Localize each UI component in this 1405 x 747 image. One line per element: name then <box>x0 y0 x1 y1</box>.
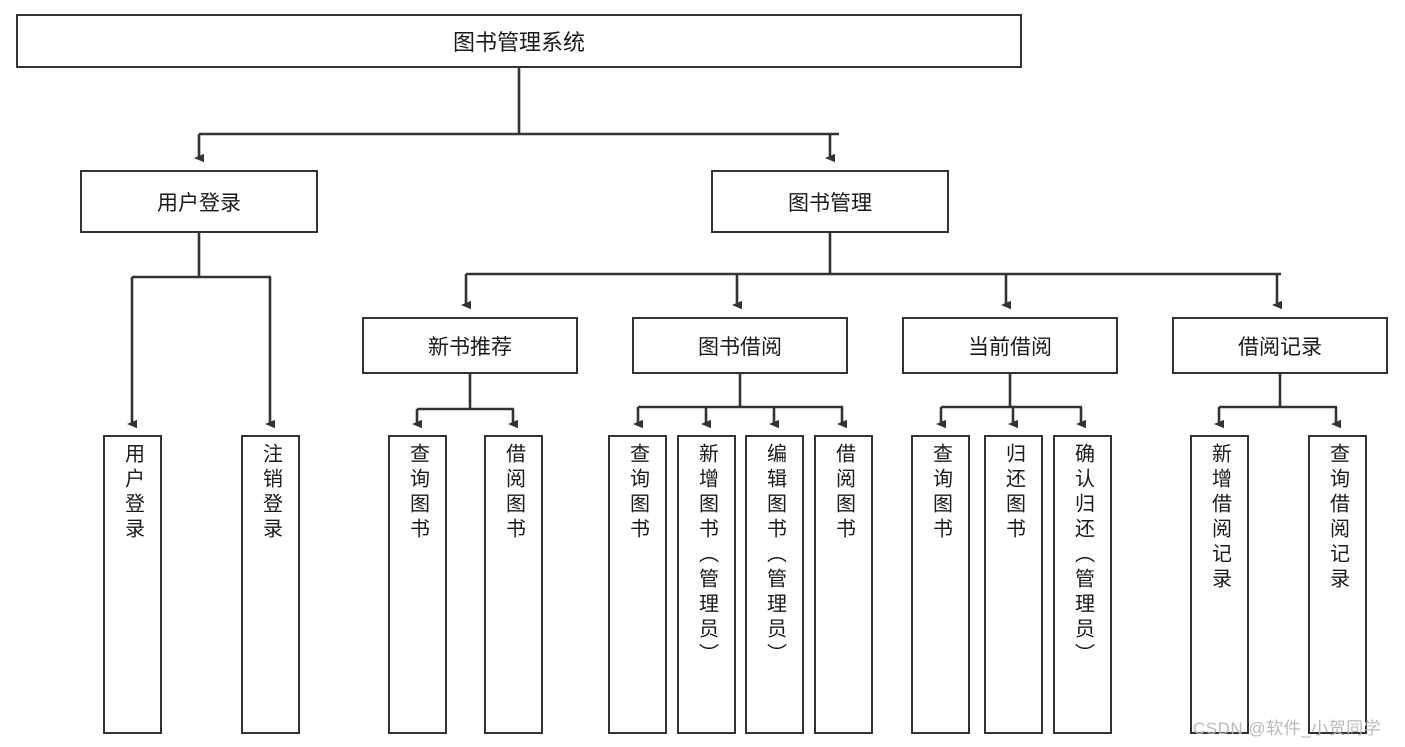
node-leaf-borrow-lend[interactable]: 借阅图书 <box>814 435 873 734</box>
node-leaf-rec-add[interactable]: 新增借阅记录 <box>1190 435 1249 734</box>
node-current-borrow[interactable]: 当前借阅 <box>902 317 1118 374</box>
node-book-borrow-label: 图书借阅 <box>698 335 782 359</box>
node-leaf-cur-query-label: 查询图书 <box>929 443 952 543</box>
node-book-manage[interactable]: 图书管理 <box>711 170 949 233</box>
node-leaf-rec-query2[interactable]: 查询借阅记录 <box>1308 435 1367 734</box>
node-leaf-cur-confirm[interactable]: 确认归还（管理员） <box>1053 435 1112 734</box>
node-leaf-rec-query-label: 查询图书 <box>406 443 429 543</box>
watermark-text: CSDN @软件_小贺同学 <box>1193 719 1382 738</box>
node-leaf-user-login[interactable]: 用户登录 <box>103 435 162 734</box>
node-leaf-rec-query2-label: 查询借阅记录 <box>1326 443 1349 593</box>
node-leaf-borrow-edit[interactable]: 编辑图书（管理员） <box>745 435 804 734</box>
node-leaf-cur-return-label: 归还图书 <box>1002 443 1025 543</box>
node-leaf-borrow-lend-label: 借阅图书 <box>832 443 855 543</box>
node-user-login-label: 用户登录 <box>157 191 241 215</box>
node-leaf-cur-query[interactable]: 查询图书 <box>911 435 970 734</box>
node-new-book-rec-label: 新书推荐 <box>428 335 512 359</box>
node-leaf-borrow-query[interactable]: 查询图书 <box>608 435 667 734</box>
node-leaf-borrow-add-label: 新增图书（管理员） <box>695 443 718 668</box>
node-leaf-rec-borrow[interactable]: 借阅图书 <box>484 435 543 734</box>
node-leaf-user-logout[interactable]: 注销登录 <box>241 435 300 734</box>
node-borrow-record-label: 借阅记录 <box>1238 335 1322 359</box>
node-leaf-borrow-query-label: 查询图书 <box>626 443 649 543</box>
node-leaf-borrow-edit-label: 编辑图书（管理员） <box>763 443 786 668</box>
node-root-label: 图书管理系统 <box>452 30 585 55</box>
node-leaf-rec-add-label: 新增借阅记录 <box>1208 443 1231 593</box>
node-current-borrow-label: 当前借阅 <box>968 335 1052 359</box>
node-new-book-rec[interactable]: 新书推荐 <box>362 317 578 374</box>
node-book-borrow[interactable]: 图书借阅 <box>632 317 848 374</box>
node-root[interactable]: 图书管理系统 <box>16 14 1022 68</box>
node-leaf-cur-confirm-label: 确认归还（管理员） <box>1071 443 1094 668</box>
node-user-login[interactable]: 用户登录 <box>80 170 318 233</box>
node-leaf-rec-borrow-label: 借阅图书 <box>502 443 525 543</box>
node-borrow-record[interactable]: 借阅记录 <box>1172 317 1388 374</box>
node-leaf-borrow-add[interactable]: 新增图书（管理员） <box>677 435 736 734</box>
node-leaf-rec-query[interactable]: 查询图书 <box>388 435 447 734</box>
node-book-manage-label: 图书管理 <box>788 191 872 215</box>
node-leaf-user-logout-label: 注销登录 <box>259 443 282 543</box>
node-leaf-cur-return[interactable]: 归还图书 <box>984 435 1043 734</box>
node-leaf-user-login-label: 用户登录 <box>121 443 144 543</box>
